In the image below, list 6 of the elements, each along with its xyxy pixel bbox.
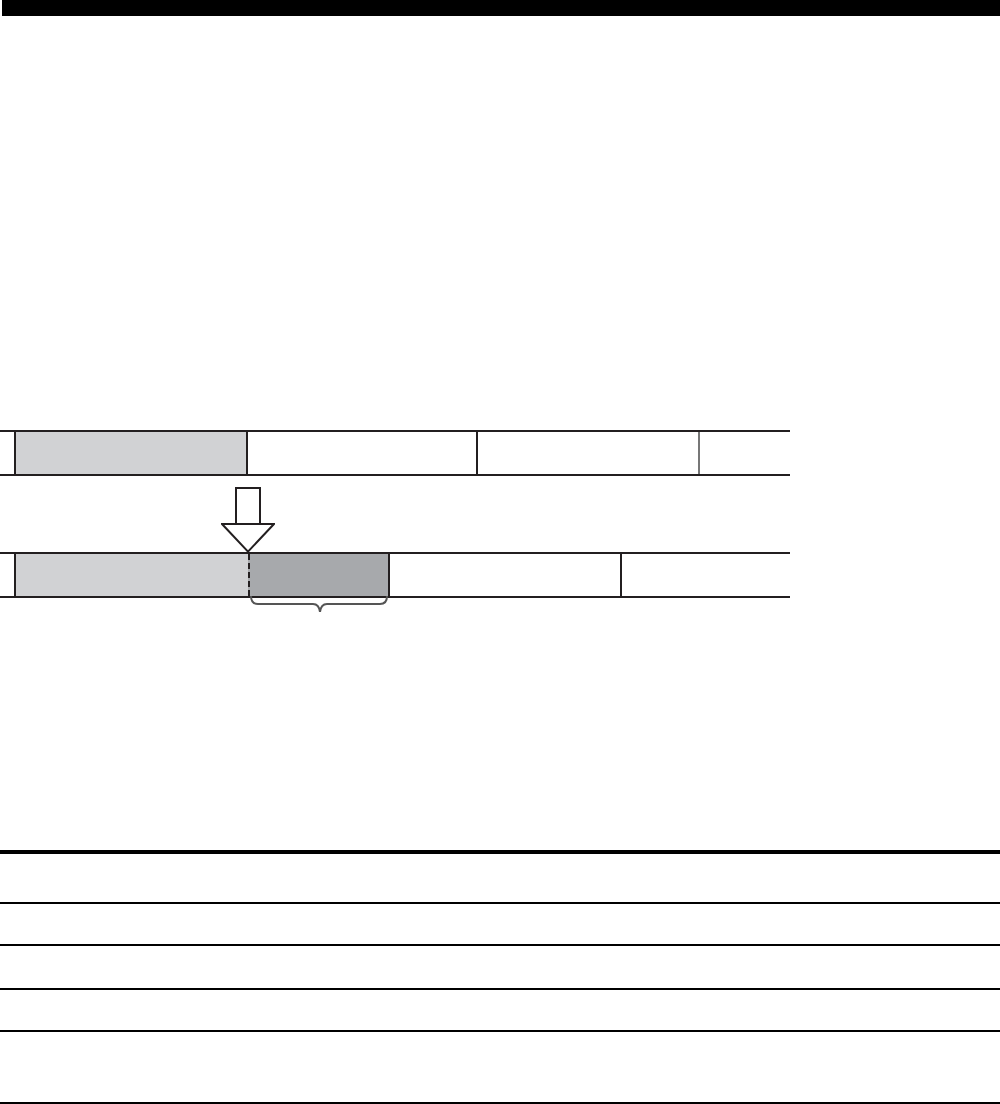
down-arrow (221, 487, 275, 553)
filled-segment (14, 432, 246, 474)
highlighted-segment (248, 554, 388, 596)
filled-segment (14, 554, 248, 596)
timeline-bar (0, 430, 790, 476)
timeline-bar (0, 552, 790, 598)
